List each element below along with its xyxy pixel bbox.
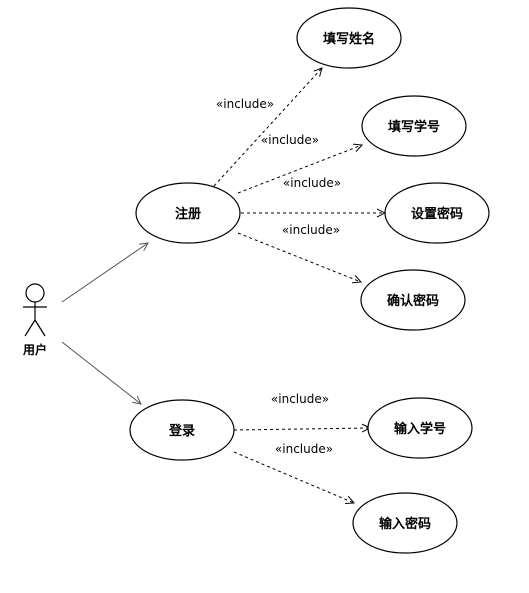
use-case-input-student-id[interactable]: 输入学号 — [367, 397, 473, 459]
include-label-input-student-id: «include» — [271, 392, 329, 406]
use-case-register[interactable]: 注册 — [135, 182, 241, 244]
actor-head — [25, 283, 45, 303]
use-case-fill-name[interactable]: 填写姓名 — [296, 7, 402, 69]
include-line-confirm-password — [237, 232, 361, 282]
actor-user[interactable]: 用户 — [22, 283, 47, 357]
association-user-login — [61, 341, 141, 404]
use-case-register-label: 注册 — [175, 206, 201, 222]
use-case-fill-student-id-label: 填写学号 — [388, 119, 440, 135]
association-user-register — [61, 243, 148, 303]
use-case-fill-name-label: 填写姓名 — [323, 31, 375, 47]
use-case-register-ellipse — [135, 182, 241, 244]
include-label-fill-name: «include» — [216, 97, 274, 111]
use-case-confirm-password-ellipse — [360, 269, 466, 331]
use-case-confirm-password-label: 确认密码 — [387, 293, 439, 309]
use-case-login-ellipse — [129, 399, 235, 461]
use-case-login-label: 登录 — [168, 423, 195, 439]
include-line-input-password — [233, 451, 354, 503]
use-case-set-password[interactable]: 设置密码 — [384, 182, 490, 244]
actor-leg-right — [34, 319, 46, 337]
include-label-input-password: «include» — [275, 442, 333, 456]
use-case-input-password-ellipse — [352, 492, 458, 554]
use-case-confirm-password[interactable]: 确认密码 — [360, 269, 466, 331]
use-case-input-password[interactable]: 输入密码 — [352, 492, 458, 554]
actor-label: 用户 — [22, 342, 47, 357]
use-case-set-password-label: 设置密码 — [411, 206, 463, 222]
use-case-input-student-id-ellipse — [367, 397, 473, 459]
include-line-fill-name — [213, 68, 322, 187]
use-case-input-student-id-label: 输入学号 — [394, 421, 446, 437]
include-label-set-password: «include» — [283, 176, 341, 190]
use-case-fill-student-id-ellipse — [361, 95, 467, 157]
include-label-fill-student-id: «include» — [261, 133, 319, 147]
use-case-set-password-ellipse — [384, 182, 490, 244]
include-label-confirm-password: «include» — [282, 223, 340, 237]
use-case-fill-student-id[interactable]: 填写学号 — [361, 95, 467, 157]
actor-leg-left — [24, 319, 36, 337]
use-case-login[interactable]: 登录 — [129, 399, 235, 461]
use-case-fill-name-ellipse — [296, 7, 402, 69]
use-case-input-password-label: 输入密码 — [379, 516, 431, 532]
include-line-input-student-id — [233, 428, 370, 430]
include-line-fill-student-id — [237, 145, 362, 194]
